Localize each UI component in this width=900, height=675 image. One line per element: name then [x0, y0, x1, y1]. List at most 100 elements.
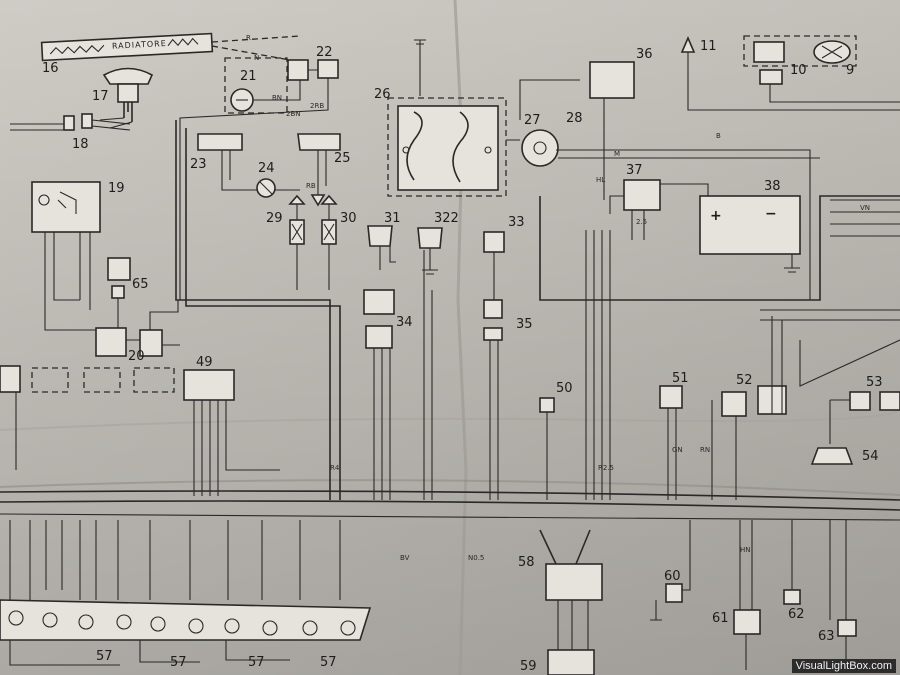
label-65: 65 — [132, 277, 149, 292]
label-37: 37 — [626, 163, 643, 178]
label-23: 23 — [190, 157, 207, 172]
label-57-c: 57 — [248, 655, 265, 670]
component-25-switch — [297, 133, 341, 207]
label-53: 53 — [866, 375, 883, 390]
label-322: 322 — [434, 211, 459, 226]
component-58 — [539, 529, 603, 650]
component-17-switch — [99, 67, 154, 129]
label-27: 27 — [524, 113, 541, 128]
battery-minus: − — [765, 206, 777, 222]
harness-wires — [175, 39, 900, 500]
component-37 — [609, 179, 661, 240]
label-60: 60 — [664, 569, 681, 584]
label-10: 10 — [790, 63, 807, 78]
wire-code: N0.5 — [468, 554, 484, 562]
label-62: 62 — [788, 607, 805, 622]
component-21-motor — [224, 57, 301, 114]
component-61 — [733, 520, 761, 670]
watermark: VisualLightBox.com — [791, 659, 896, 673]
component-numbers: 16 17 18 19 20 21 22 23 24 25 26 27 28 2… — [42, 39, 883, 674]
wire-code: 2BN — [286, 110, 301, 118]
label-25: 25 — [334, 151, 351, 166]
label-36: 36 — [636, 47, 653, 62]
label-50: 50 — [556, 381, 573, 396]
bottom-bus — [0, 490, 900, 600]
label-34: 34 — [396, 315, 413, 330]
component-35 — [483, 299, 503, 500]
label-52: 52 — [736, 373, 753, 388]
label-57-d: 57 — [320, 655, 337, 670]
wire-code: BN — [272, 94, 282, 102]
radiator-label: RADIATORE — [112, 39, 167, 51]
label-59: 59 — [520, 659, 537, 674]
component-50 — [539, 397, 555, 500]
vertical-fold-crease — [453, 0, 468, 675]
label-57-b: 57 — [170, 655, 187, 670]
label-58: 58 — [518, 555, 535, 570]
wire-code: 2.5 — [636, 218, 647, 226]
label-29: 29 — [266, 211, 283, 226]
component-29-fuse — [288, 194, 306, 290]
label-30: 30 — [340, 211, 357, 226]
wire-code: 2RB — [310, 102, 324, 110]
label-61: 61 — [712, 611, 729, 626]
label-31: 31 — [384, 211, 401, 226]
battery-plus: + — [710, 208, 722, 224]
component-38-battery: + − — [660, 183, 801, 273]
component-23-switch — [197, 133, 300, 191]
label-21: 21 — [240, 69, 257, 84]
label-22: 22 — [316, 45, 333, 60]
label-17: 17 — [92, 89, 109, 104]
label-20: 20 — [128, 349, 145, 364]
component-62 — [783, 520, 801, 605]
wire-code: RB — [306, 182, 316, 190]
component-34 — [363, 289, 395, 500]
component-24-lamp — [256, 178, 276, 198]
component-54 — [810, 447, 854, 465]
wire-code: VN — [860, 204, 870, 212]
label-26: 26 — [374, 87, 391, 102]
label-33: 33 — [508, 215, 525, 230]
label-51: 51 — [672, 371, 689, 386]
component-49-module — [183, 369, 280, 496]
label-57-a: 57 — [96, 649, 113, 664]
label-16: 16 — [42, 61, 59, 76]
wire-code: M — [614, 150, 620, 158]
label-28: 28 — [566, 111, 583, 126]
component-31 — [367, 225, 396, 270]
label-19: 19 — [108, 181, 125, 196]
component-19-relay — [31, 181, 101, 331]
label-9: 9 — [846, 63, 854, 78]
wire-code: R — [246, 34, 251, 42]
label-24: 24 — [258, 161, 275, 176]
wire-code: RN — [700, 446, 710, 454]
component-60 — [650, 520, 691, 621]
wire-code: R4 — [330, 464, 340, 472]
component-27-28 — [506, 129, 820, 300]
dashed-placeholders — [0, 365, 175, 470]
label-35: 35 — [516, 317, 533, 332]
component-9-10 — [743, 35, 900, 103]
component-20-relays — [95, 298, 180, 357]
label-63: 63 — [818, 629, 835, 644]
label-49: 49 — [196, 355, 213, 370]
component-33 — [483, 231, 505, 300]
wire-code: BV — [400, 554, 410, 562]
component-63 — [829, 520, 857, 660]
component-322 — [417, 227, 443, 275]
label-54: 54 — [862, 449, 879, 464]
component-18-connectors — [10, 113, 131, 131]
component-22-connector — [179, 59, 339, 300]
component-57-fuse-row — [0, 599, 372, 666]
wire-code: R2.5 — [598, 464, 614, 472]
label-11: 11 — [700, 39, 717, 54]
wire-code: GN — [672, 446, 683, 454]
wire-code: B — [716, 132, 721, 140]
component-36 — [519, 61, 635, 200]
component-11 — [680, 35, 900, 111]
wire-code: HL — [596, 176, 605, 184]
component-30-fuse — [320, 194, 338, 290]
component-52 — [711, 316, 787, 500]
